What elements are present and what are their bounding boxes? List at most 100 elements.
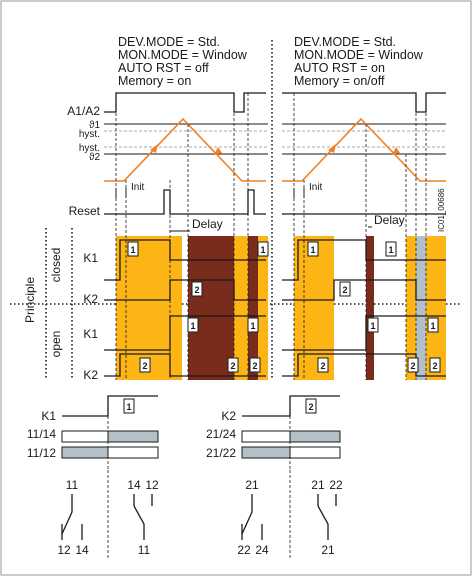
svg-text:1: 1 xyxy=(388,245,393,255)
right-config-block: DEV.MODE = Std. MON.MODE = Window AUTO R… xyxy=(294,35,424,88)
amber-block-r1 xyxy=(294,236,334,380)
svg-text:21: 21 xyxy=(321,543,335,557)
label-a1a2: A1/A2 xyxy=(67,104,100,118)
amber-block-l2 xyxy=(234,236,248,380)
coil-icons-principle: 1 2 1 1 1 2 2 2 1 1 2 1 1 2 2 2 xyxy=(127,241,441,373)
svg-text:1: 1 xyxy=(126,402,131,412)
left-config-block: DEV.MODE = Std. MON.MODE = Window AUTO R… xyxy=(118,35,248,88)
threshold-lines xyxy=(104,123,446,155)
signal-labels: A1/A2 ϑ1 hyst. hyst. ϑ2 Reset K1 K2 K1 K… xyxy=(67,104,100,382)
svg-text:22: 22 xyxy=(237,543,251,557)
k2-open-wave-right xyxy=(282,353,446,377)
figure-id: IC01_00686 xyxy=(437,188,446,232)
delay-label-3: Delay xyxy=(374,213,405,227)
init-label-left: Init xyxy=(131,182,145,193)
right-config-line3: AUTO RST = on xyxy=(294,61,385,75)
svg-text:1: 1 xyxy=(310,245,315,255)
amber-block-r2 xyxy=(406,236,416,380)
label-closed: closed xyxy=(49,248,63,283)
k1-closed-wave-left xyxy=(104,239,266,281)
label-k2-open: K2 xyxy=(83,368,98,382)
svg-text:1: 1 xyxy=(250,321,255,331)
legend-k2-label: K2 xyxy=(221,409,236,423)
coil-k1-e: 1 xyxy=(307,241,319,257)
maroon-block-l1 xyxy=(188,236,234,380)
svg-text:11: 11 xyxy=(138,543,151,557)
grey-block-r1 xyxy=(416,236,426,380)
legend-k1-label: K1 xyxy=(41,409,56,423)
label-reset: Reset xyxy=(69,204,101,218)
state-blocks-right xyxy=(294,236,446,380)
coil-k2-h: 2 xyxy=(429,357,441,373)
contact-legend-k1: K1 1 11/14 11/12 xyxy=(27,395,159,470)
coil-k1-c: 1 xyxy=(247,317,259,333)
label-open: open xyxy=(49,331,63,358)
coil-k1-f: 1 xyxy=(385,241,397,257)
coil-k2-f: 2 xyxy=(317,357,329,373)
amber-block-r3 xyxy=(426,236,446,380)
svg-text:21: 21 xyxy=(245,478,259,492)
a1a2-wave-right xyxy=(282,92,446,113)
left-config-line4: Memory = on xyxy=(118,74,191,88)
svg-text:1: 1 xyxy=(370,321,375,331)
arrow-up-right xyxy=(328,144,336,153)
svg-text:12: 12 xyxy=(57,543,71,557)
svg-text:1: 1 xyxy=(430,321,435,331)
label-theta1: ϑ1 xyxy=(89,120,100,131)
svg-text:2: 2 xyxy=(194,285,199,295)
coil-k1-a: 1 xyxy=(127,241,139,257)
contact-symbol-k1-active: 14 12 11 xyxy=(127,478,159,557)
svg-text:2: 2 xyxy=(142,361,147,371)
coil-k1-g: 1 xyxy=(367,317,379,333)
init-label-right: Init xyxy=(309,182,323,193)
label-theta2: ϑ2 xyxy=(89,152,100,163)
coil-k1-b: 1 xyxy=(257,241,269,257)
svg-text:14: 14 xyxy=(75,543,89,557)
k2-open-wave-left xyxy=(104,353,266,377)
reset-wave-left xyxy=(104,189,266,215)
label-principle: Principle xyxy=(23,277,37,323)
svg-text:11: 11 xyxy=(66,478,79,492)
label-k1-closed: K1 xyxy=(83,251,98,265)
left-config-line3: AUTO RST = off xyxy=(118,61,209,75)
legend-k2-no: 21/22 xyxy=(206,446,236,460)
contact-legend-k2: K2 2 21/24 21/22 xyxy=(206,395,341,470)
legend-k1-nc: 11/14 xyxy=(27,427,56,441)
legend-k2-nc: 21/24 xyxy=(206,427,236,441)
svg-text:1: 1 xyxy=(130,245,135,255)
delay-label-1: Delay xyxy=(192,217,223,231)
amber-block-l3 xyxy=(258,236,268,380)
svg-text:1: 1 xyxy=(260,245,265,255)
svg-text:2: 2 xyxy=(410,361,415,371)
measured-value-left xyxy=(104,117,266,182)
svg-text:2: 2 xyxy=(342,285,347,295)
init-left: Init xyxy=(115,182,145,198)
svg-text:22: 22 xyxy=(329,478,343,492)
maroon-block-l2 xyxy=(248,236,258,380)
svg-text:24: 24 xyxy=(255,543,269,557)
svg-text:2: 2 xyxy=(320,361,325,371)
coil-k2-a: 2 xyxy=(191,281,203,297)
arrow-down-left xyxy=(214,147,222,155)
right-config-line1: DEV.MODE = Std. xyxy=(294,35,396,49)
svg-text:21: 21 xyxy=(311,478,325,492)
coil-k2-d: 2 xyxy=(249,357,261,373)
svg-text:1: 1 xyxy=(190,321,195,331)
coil-k2-g: 2 xyxy=(407,357,419,373)
coil-k2-c: 2 xyxy=(227,357,239,373)
label-hyst1: hyst. xyxy=(79,129,100,140)
coil-k2-e: 2 xyxy=(339,281,351,297)
arrow-down-right xyxy=(392,147,400,155)
svg-text:2: 2 xyxy=(252,361,257,371)
coil-k2-b: 2 xyxy=(139,357,151,373)
arrow-up-left xyxy=(150,144,158,153)
svg-text:14: 14 xyxy=(127,478,141,492)
svg-text:12: 12 xyxy=(145,478,159,492)
right-config-line4: Memory = on/off xyxy=(294,74,385,88)
k1-closed-wave-right xyxy=(282,239,446,281)
label-k1-open: K1 xyxy=(83,327,98,341)
contact-symbol-k1-rest: 11 12 14 xyxy=(57,478,89,557)
